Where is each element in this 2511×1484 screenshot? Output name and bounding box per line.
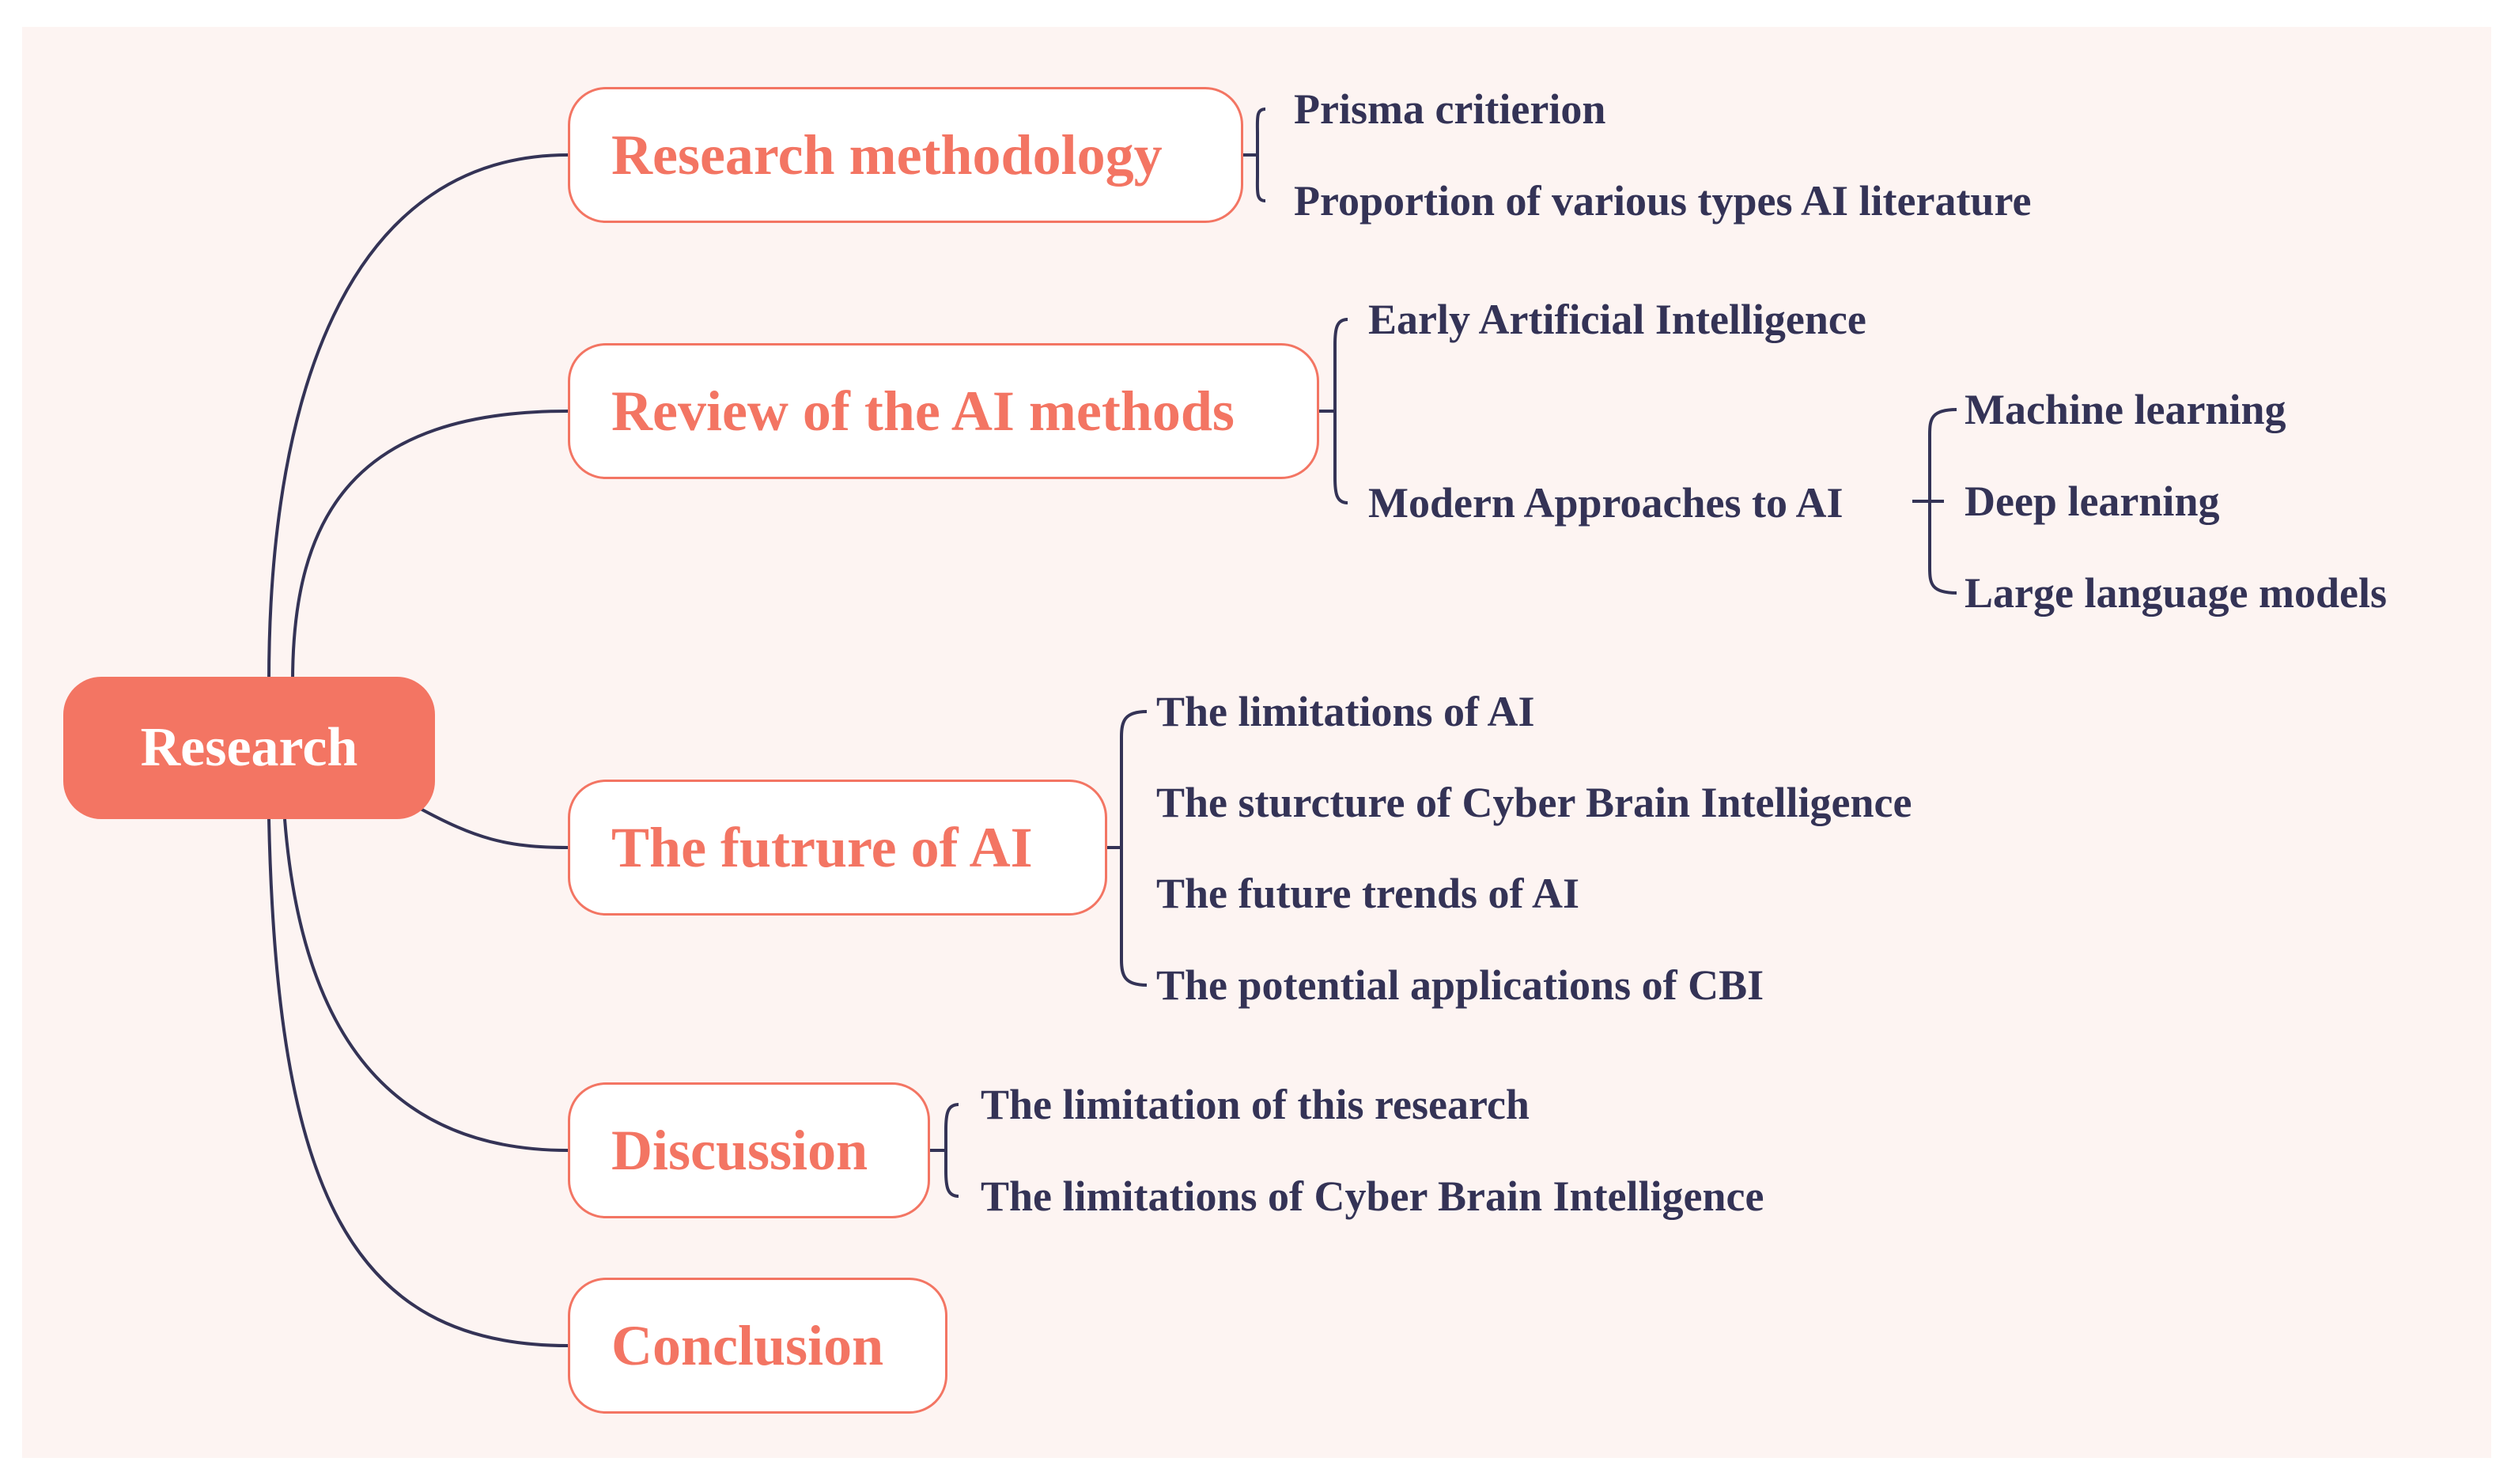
bracket-research-methodology bbox=[1243, 108, 1266, 202]
connector-conclusion bbox=[267, 818, 569, 1347]
leaf-large-language-models: Large language models bbox=[1965, 569, 2387, 617]
leaf-research-limitation: The limitation of this research bbox=[981, 1081, 1530, 1128]
leaf-limitations-of-ai: The limitations of AI bbox=[1156, 688, 1535, 735]
leaf-early-ai: Early Artificial Intelligence bbox=[1368, 296, 1866, 343]
root-node-research: Research bbox=[63, 677, 435, 819]
topic-discussion: Discussion bbox=[568, 1082, 930, 1218]
connector-future-of-ai bbox=[418, 806, 569, 849]
bracket-discussion bbox=[930, 1103, 959, 1198]
leaf-ai-literature-proportion: Proportion of various types AI literatur… bbox=[1294, 177, 2032, 225]
leaf-cbi-applications: The potential applications of CBI bbox=[1156, 961, 1764, 1009]
bracket-future-of-ai bbox=[1107, 710, 1148, 987]
connector-discussion bbox=[283, 818, 569, 1152]
topic-research-methodology: Research methodology bbox=[568, 87, 1243, 223]
connector-review-ai-methods bbox=[291, 410, 569, 682]
bracket-review-ai-methods bbox=[1319, 318, 1348, 504]
leaf-machine-learning: Machine learning bbox=[1965, 386, 2286, 433]
topic-conclusion: Conclusion bbox=[568, 1278, 947, 1414]
topic-future-of-ai: The futrure of AI bbox=[568, 780, 1107, 916]
leaf-cbi-limitations: The limitations of Cyber Brain Intellige… bbox=[981, 1172, 1764, 1220]
leaf-deep-learning: Deep learning bbox=[1965, 478, 2220, 525]
leaf-cbi-structure: The sturcture of Cyber Brain Intelligenc… bbox=[1156, 779, 1912, 826]
connector-research-methodology bbox=[267, 153, 569, 682]
leaf-future-trends: The future trends of AI bbox=[1156, 870, 1580, 917]
topic-review-ai-methods: Review of the AI methods bbox=[568, 343, 1319, 479]
leaf-modern-approaches: Modern Approaches to AI bbox=[1368, 479, 1844, 527]
bracket-modern-approaches bbox=[1912, 408, 1957, 595]
leaf-prisma-criterion: Prisma critierion bbox=[1294, 85, 1606, 133]
